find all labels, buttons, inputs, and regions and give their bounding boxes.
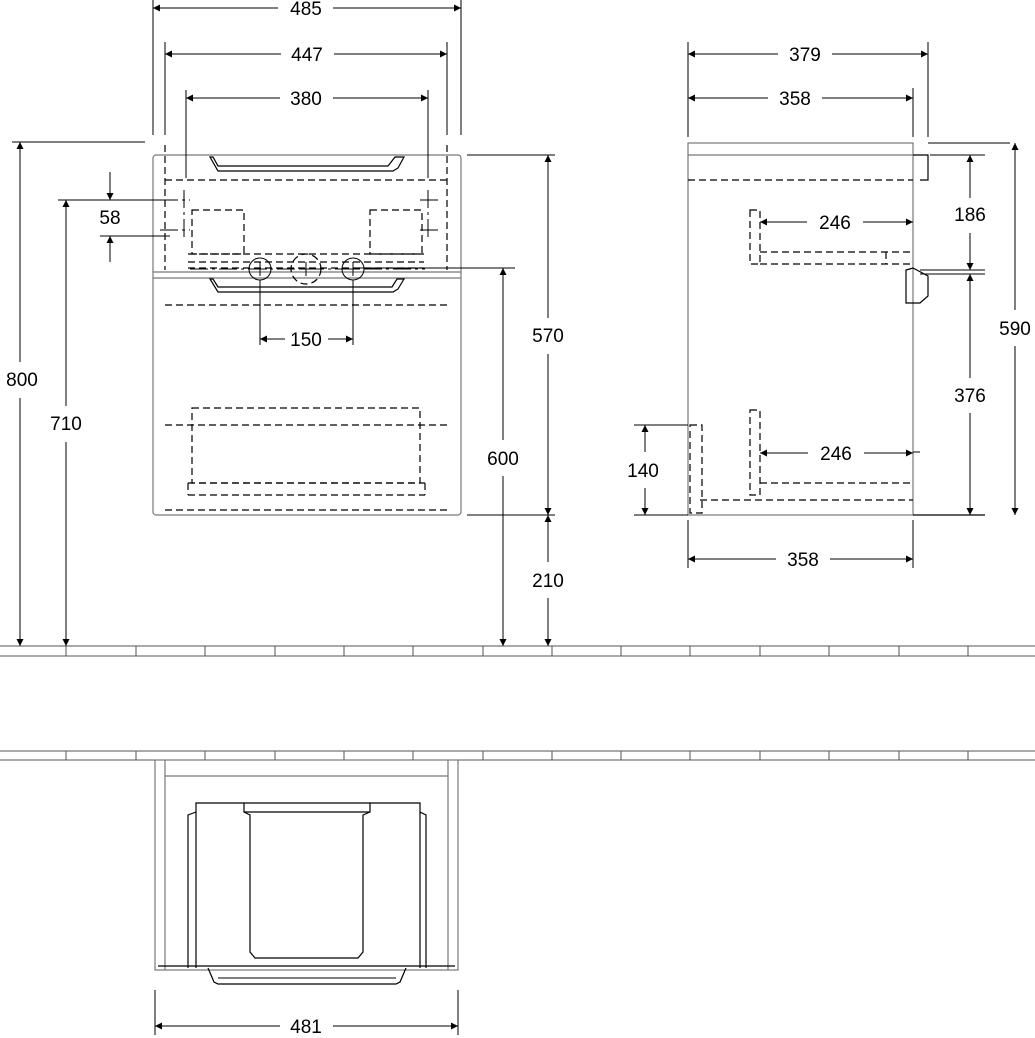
label-backing [288, 330, 324, 351]
dim-side-depth-bottom: 358 [787, 550, 819, 571]
dim-side-drawer-bottom-depth: 246 [820, 444, 852, 465]
label-backing [818, 444, 854, 465]
dim-side-plinth-height: 140 [627, 461, 659, 482]
label-backing [289, 45, 325, 66]
dim-front-width-outer: 485 [290, 0, 322, 20]
label-backing [785, 550, 821, 571]
dim-side-total-height: 590 [999, 319, 1031, 340]
side-view [687, 142, 985, 516]
dim-front-width-inner: 447 [291, 45, 323, 66]
dimension-labels: 485 447 380 58 150 800 710 570 600 210 3… [4, 0, 1033, 1038]
dim-front-basin-width: 380 [290, 89, 322, 110]
label-backing [530, 571, 566, 592]
label-backing [288, 1017, 324, 1038]
floor-upper [0, 645, 1035, 657]
label-backing [288, 89, 324, 110]
label-backing [625, 461, 661, 482]
front-view [152, 145, 462, 516]
label-backing [288, 0, 324, 20]
label-backing [48, 414, 84, 435]
top-view [154, 759, 459, 1035]
label-backing [952, 205, 988, 226]
label-backing [952, 386, 988, 407]
floor-lower [0, 750, 1035, 761]
dim-front-total-height: 800 [6, 370, 38, 391]
side-dimension-lines [641, 50, 1019, 563]
front-dimension-lines [16, 4, 552, 646]
label-backing [530, 326, 566, 347]
label-backing [4, 370, 40, 391]
dim-side-upper-height: 186 [954, 205, 986, 226]
dim-front-cabinet-height: 570 [532, 326, 564, 347]
label-backing [485, 449, 521, 470]
dim-front-basin-height: 710 [50, 414, 82, 435]
dim-top-width: 481 [290, 1017, 322, 1038]
dim-side-depth-outer: 379 [789, 45, 821, 66]
side-extension-lines [634, 42, 1010, 568]
dim-side-lower-height: 376 [954, 386, 986, 407]
dim-front-tap-offset: 58 [99, 208, 120, 229]
label-backing [787, 45, 823, 66]
label-backing [777, 89, 813, 110]
dim-side-drawer-top-depth: 246 [819, 213, 851, 234]
dim-side-depth-inner: 358 [779, 89, 811, 110]
front-extension-lines [12, 0, 555, 516]
dim-front-pipe-height: 600 [487, 449, 519, 470]
dim-front-hole-spacing: 150 [290, 330, 322, 351]
dim-front-floor-gap: 210 [532, 571, 564, 592]
label-backing [97, 208, 123, 229]
label-backing [817, 213, 853, 234]
label-backing [997, 319, 1033, 340]
